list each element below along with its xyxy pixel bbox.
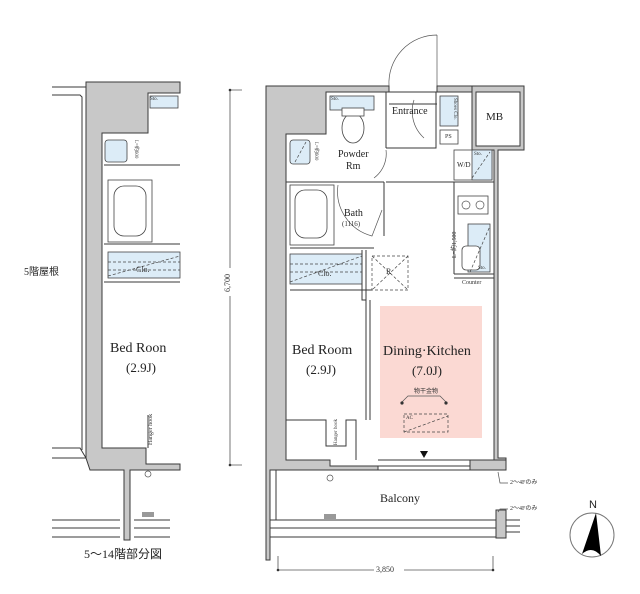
entry-marker-icon <box>420 451 428 458</box>
bath-size: (1116) <box>342 220 361 228</box>
left-stock-label: Sto. <box>150 97 158 102</box>
partial-plan-caption: 5～14階部分図 <box>84 547 163 561</box>
entrance-door-swing <box>388 34 438 87</box>
left-bedroom-size: (2.9J) <box>126 360 156 375</box>
counter-label: Counter <box>462 280 482 286</box>
refrigerator-label: R <box>386 267 392 276</box>
balcony-label: Balcony <box>380 491 420 505</box>
shoes-closet <box>439 95 459 127</box>
kitchen-stock-label: Sto. <box>478 266 486 271</box>
powder-room-label-line2: Rm <box>346 161 361 172</box>
dining-kitchen-label: Dining·Kitchen <box>383 344 471 359</box>
dining-kitchen-size: (7.0J) <box>412 363 442 378</box>
bathtub-icon <box>294 189 328 239</box>
left-hanger-label: Hanger hook <box>148 413 154 445</box>
bedroom-size: (2.9J) <box>306 362 336 377</box>
left-bathtub-icon <box>113 185 147 237</box>
north-arrow-icon <box>569 512 615 558</box>
entrance-label: Entrance <box>392 106 428 117</box>
kitchen-length-note: L=約1,500 <box>452 231 458 258</box>
dining-kitchen-highlight <box>380 306 482 438</box>
toilet-icon <box>341 112 365 144</box>
ps-box <box>439 129 459 145</box>
bath-label: Bath <box>344 208 363 219</box>
ps-label: PS <box>445 134 452 140</box>
ac-unit <box>403 413 449 433</box>
closet-label: Clo. <box>318 269 332 278</box>
main-west-wall <box>265 85 390 561</box>
mb-room <box>475 91 521 147</box>
left-partial-plan <box>52 81 181 541</box>
left-basin-note: L=約600 <box>133 140 138 159</box>
note-2-4f-lower: 2～4Fのみ <box>510 506 538 512</box>
powder-stock-label: Sto. <box>331 97 339 102</box>
powder-basin-note: L=約600 <box>313 142 318 161</box>
refrigerator-space <box>371 255 409 291</box>
mb-label: MB <box>486 111 504 123</box>
dimension-horizontal: 3,850 <box>376 565 394 574</box>
hanger-hook-label: Hanger hook <box>334 419 339 445</box>
washer-stock-label: Sto. <box>474 152 482 157</box>
note-2-4f-upper: 2～4Fのみ <box>510 480 538 486</box>
powder-room-label-line1: Powder <box>338 149 369 160</box>
dimension-vertical: 6,700 <box>223 274 232 292</box>
ac-label: AC <box>406 416 413 421</box>
powder-basin-icon <box>289 139 311 165</box>
left-closet-label: Clo. <box>136 265 150 274</box>
left-basin-icon <box>104 139 128 163</box>
main-plan <box>222 34 615 577</box>
cooktop-icon <box>457 195 489 215</box>
shoes-closet-label: Shoes Clo. <box>452 98 457 120</box>
washer-label: W/D <box>457 161 471 169</box>
left-closet <box>107 251 181 279</box>
drying-hardware-label: 物干金物 <box>414 389 439 395</box>
compass-north-label: N <box>589 499 597 511</box>
bedroom-label: Bed Room <box>292 343 353 358</box>
left-bedroom-label: Bed Roon <box>110 341 167 356</box>
left-stock-icon <box>149 95 179 109</box>
roof-label: 5階屋根 <box>24 267 59 278</box>
